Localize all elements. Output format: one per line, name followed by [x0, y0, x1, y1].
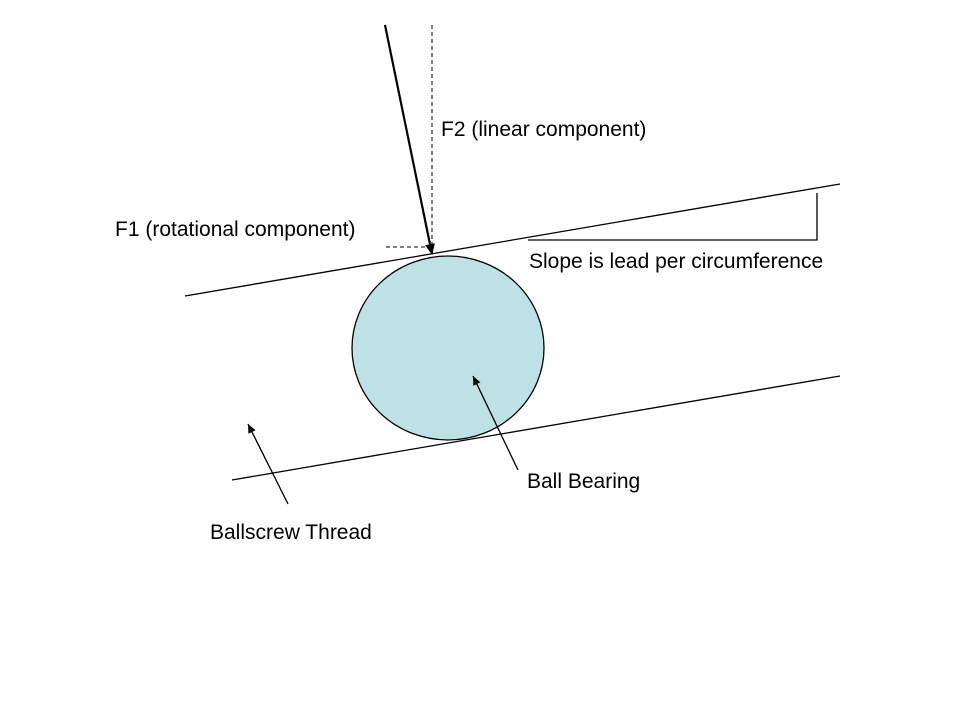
slope-indicator	[528, 193, 818, 241]
ball-bearing-label: Ball Bearing	[527, 470, 641, 493]
lower-thread-line	[231, 375, 841, 481]
ball-bearing-pointer	[472, 375, 519, 471]
ball-bearing-circle	[351, 255, 545, 441]
ballscrew-thread-label: Ballscrew Thread	[210, 521, 372, 544]
slope-label: Slope is lead per circumference	[529, 250, 824, 273]
f1-label: F1 (rotational component)	[115, 218, 356, 241]
upper-thread-line	[184, 183, 841, 297]
force-arrow	[383, 24, 435, 255]
thread-pointer	[247, 423, 289, 505]
f2-label: F2 (linear component)	[441, 118, 647, 141]
